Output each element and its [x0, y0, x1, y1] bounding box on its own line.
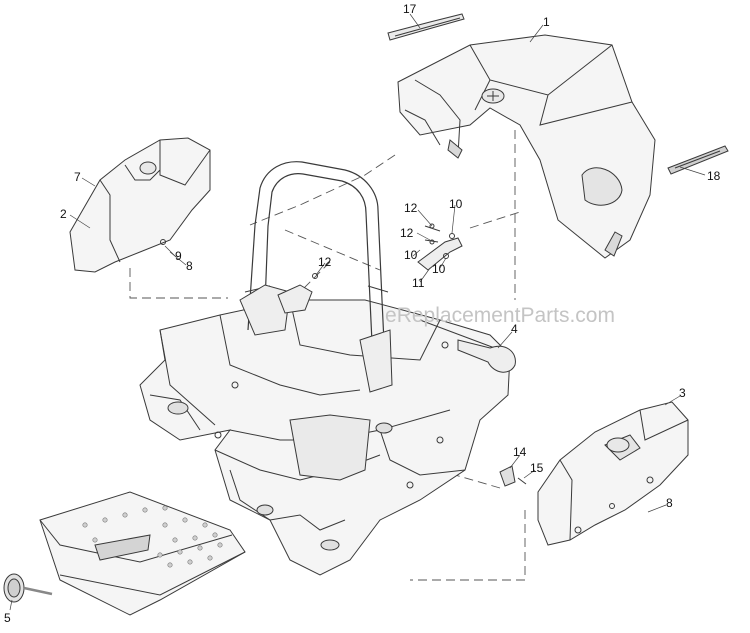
- callout-14: 14: [513, 445, 527, 459]
- part-5-emblem: [3, 573, 53, 603]
- callout-15: 15: [530, 461, 544, 475]
- part-12-frame-bracket: [277, 273, 318, 314]
- leader-lines: [9, 13, 706, 611]
- callout-12: 12: [404, 201, 418, 215]
- part-17-upper-trim-strip: [387, 13, 465, 41]
- foot-plate: [39, 491, 246, 616]
- callout-12: 12: [400, 226, 414, 240]
- callout-17: 17: [403, 2, 417, 16]
- callout-4: 4: [511, 322, 518, 336]
- callout-3: 3: [679, 386, 686, 400]
- part-1-rear-hood: [397, 34, 656, 259]
- main-chassis-frame: [139, 299, 511, 576]
- callout-8: 8: [666, 496, 673, 510]
- callout-11: 11: [412, 276, 425, 290]
- callout-12: 12: [318, 255, 332, 269]
- callout-10: 10: [432, 262, 446, 276]
- callout-9: 9: [175, 249, 182, 263]
- callout-7: 7: [74, 170, 81, 184]
- callout-2: 2: [60, 207, 67, 221]
- callout-8: 8: [186, 259, 193, 273]
- watermark-text: eReplacementParts.com: [385, 304, 615, 327]
- callout-1: 1: [543, 15, 550, 29]
- rops-roll-bar: [239, 161, 393, 393]
- callout-labels: 17 1 18 7 2 9 8 12 10 12 10 10 11 12 4 3…: [4, 2, 721, 625]
- callout-10: 10: [449, 197, 463, 211]
- part-3-right-side-cover: [537, 401, 689, 546]
- callout-18: 18: [707, 169, 721, 183]
- part-2-left-side-cover: [69, 137, 211, 273]
- parts-14-15-clip: [499, 465, 527, 487]
- callout-10: 10: [404, 248, 418, 262]
- foot-plate-holes: [82, 505, 223, 568]
- callout-5: 5: [4, 611, 11, 625]
- assembly-guide-lines: [129, 130, 526, 581]
- parts-10-11-12-linkage: [417, 223, 463, 271]
- part-18-side-decal: [667, 145, 729, 175]
